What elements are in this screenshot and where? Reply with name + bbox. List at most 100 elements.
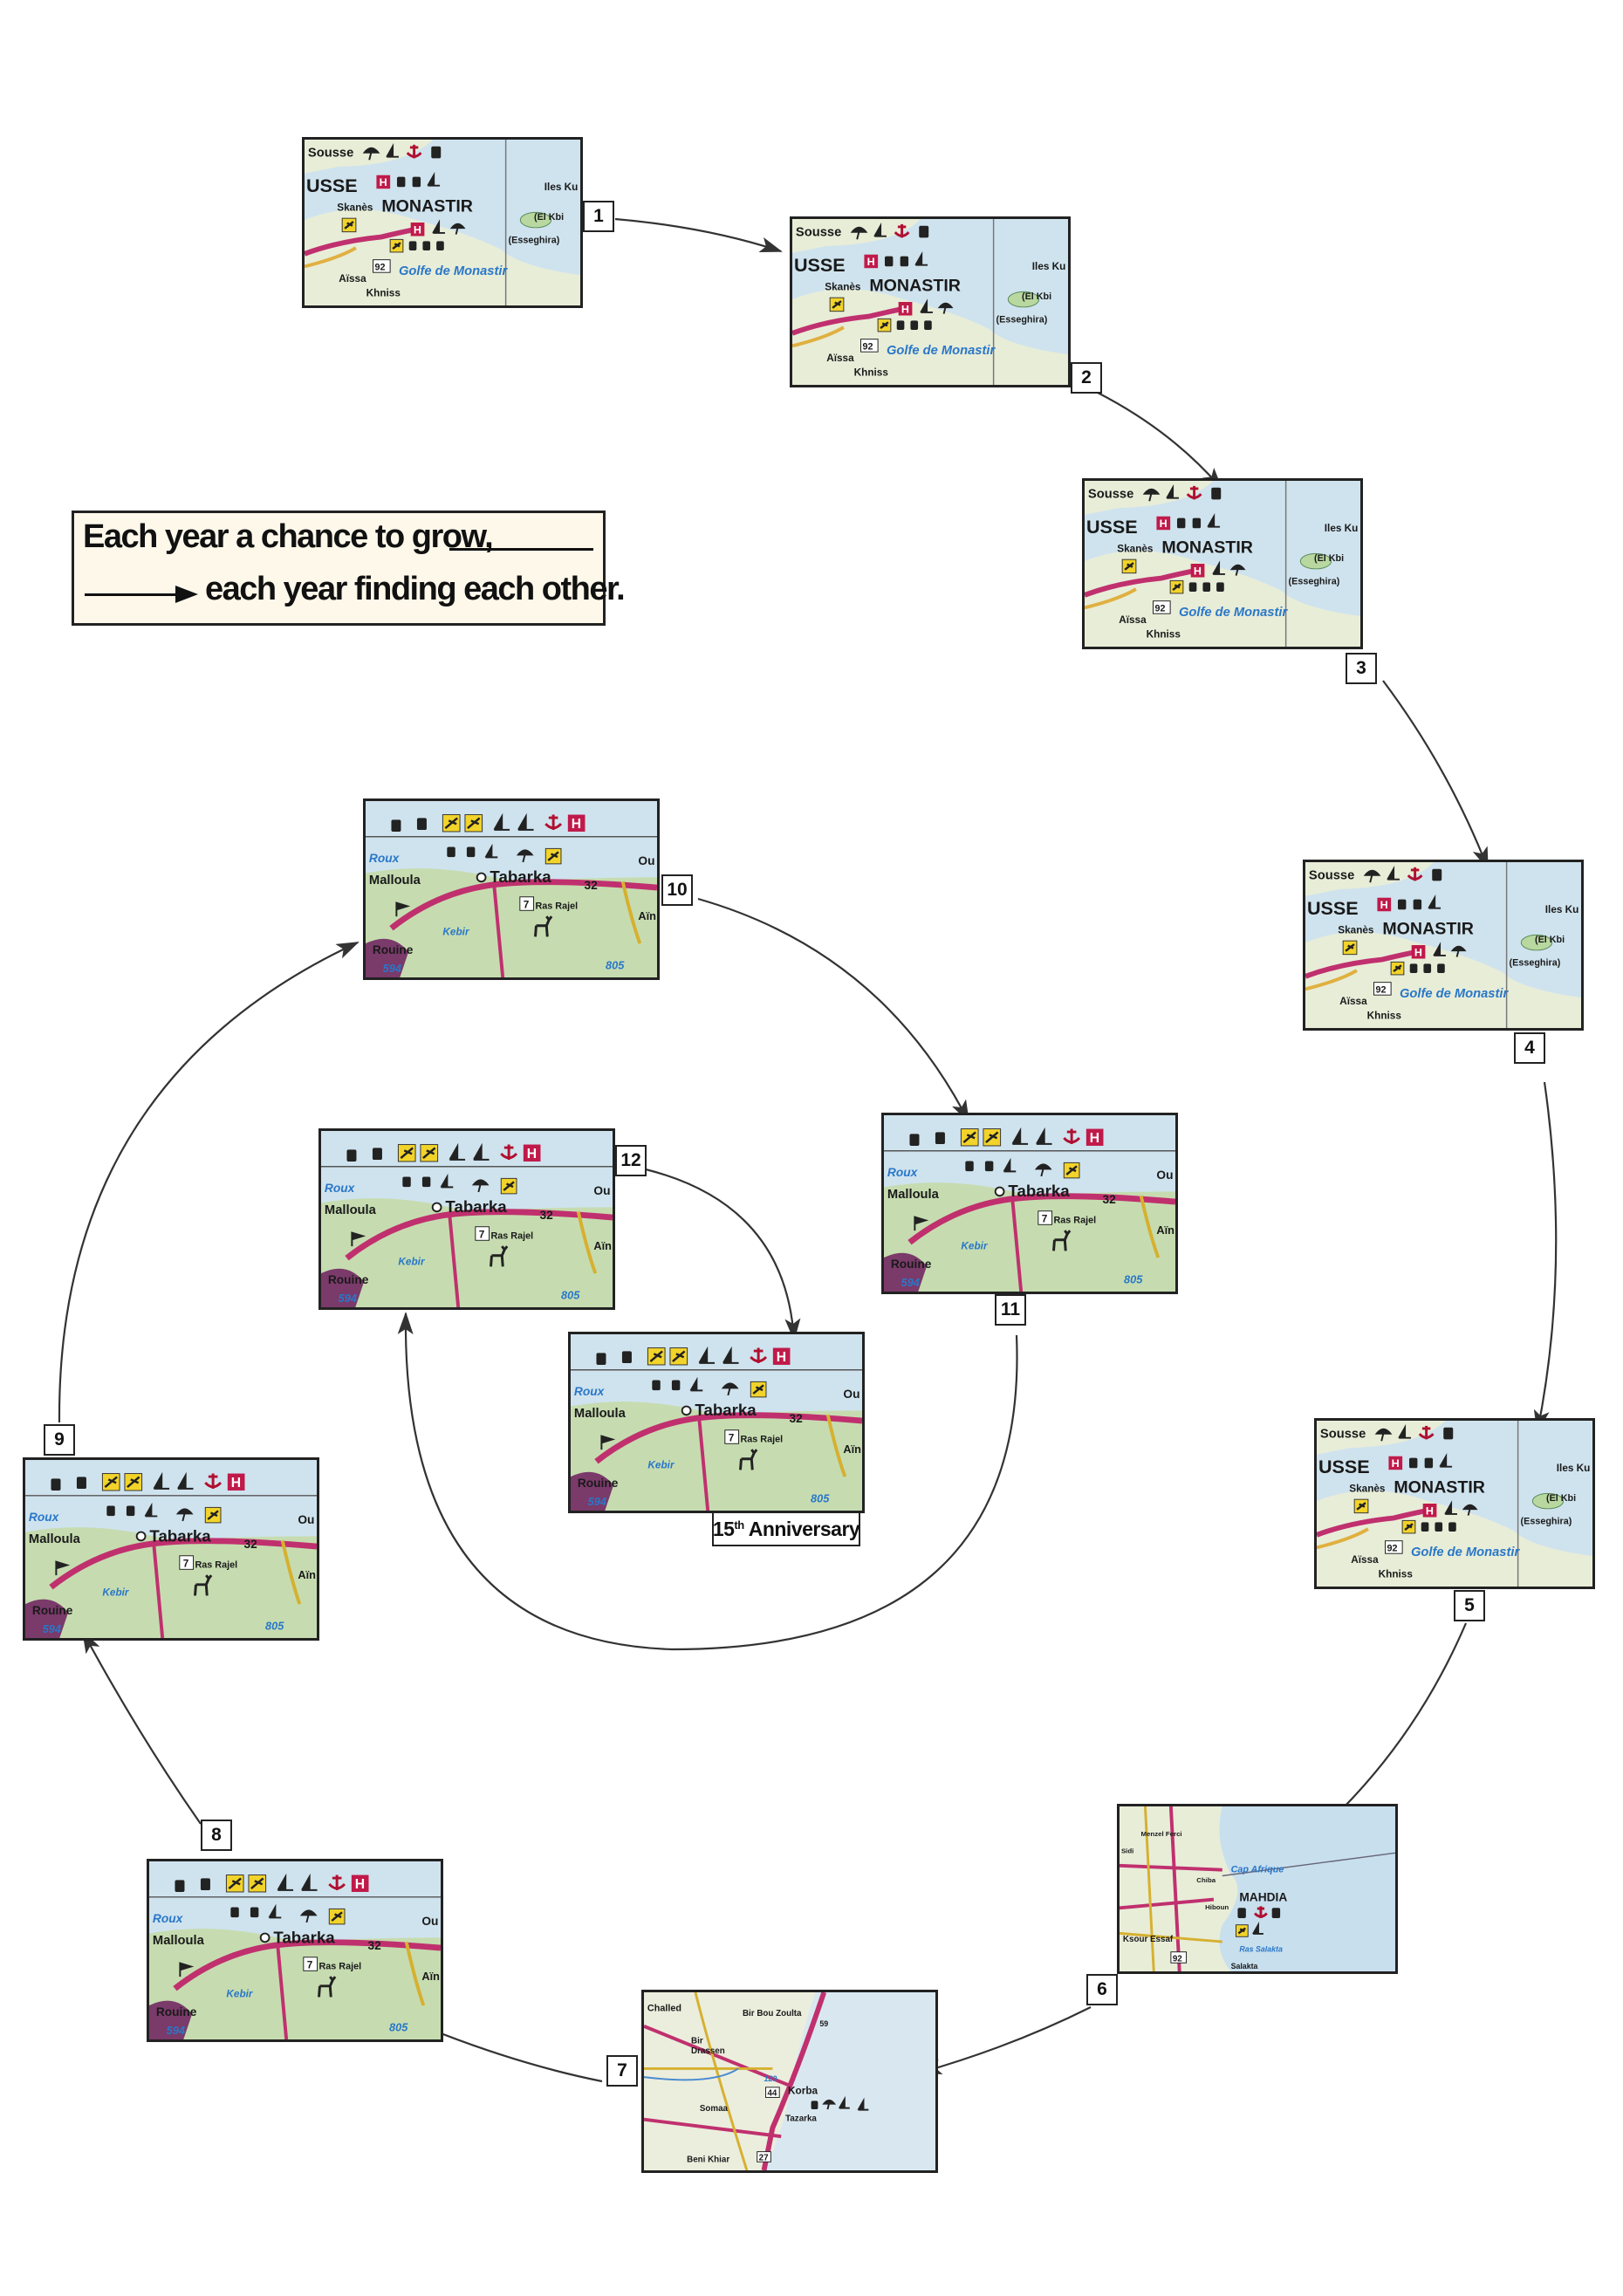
map-label-roux: Roux [29,1511,60,1524]
golf-flag-icon [914,1216,929,1231]
map-label-tabarka: Tabarka [273,1928,335,1946]
sailing-icon [386,143,399,158]
map-label-route-32: 32 [1103,1193,1117,1206]
signal-icon [984,1161,994,1172]
tennis-icon [896,320,905,330]
tower-icon [1211,487,1222,500]
map-road-yellow [305,246,357,269]
map-label-usse: USSE [794,255,846,276]
map-label-esseghira: (Esseghira) [996,314,1048,325]
map-forest [25,1527,317,1638]
sailing-icon [517,812,534,831]
hotel-icon-letter: H [414,223,421,236]
route-shield [519,896,535,911]
map-label-elkbi: (El Kbi [534,212,564,223]
map-label-rouine: Rouine [373,943,414,956]
hotel-icon [376,175,391,189]
golf-flag-icon [351,1231,366,1247]
castle-icon [652,1380,661,1391]
signal-icon [126,1505,135,1517]
map-label-esseghira: (Esseghira) [509,235,560,245]
caption-arrow-icon [175,586,198,603]
deer-icon [739,1449,758,1470]
umbrella-icon [471,1179,490,1193]
map-road-yellow [792,326,845,348]
map-label-route-32: 32 [368,1939,382,1952]
map-road-yellow [644,1992,773,2170]
map-rock [149,2000,193,2039]
airport-icon-plane [962,1131,976,1143]
map-label-route-32: 32 [540,1209,554,1222]
pool-icon [1435,1522,1443,1532]
map-label-khniss: Khniss [1147,628,1181,640]
map-land [792,288,1068,385]
map-label-salakta: Salakta [1231,1962,1258,1970]
map-label-golfe: Golfe de Monastir [399,264,509,278]
map-label-beni-khiar: Beni Khiar [687,2155,729,2164]
hotel-icon-letter: H [380,176,387,188]
route-shield [179,1555,195,1570]
map-label-kebir: Kebir [961,1240,989,1251]
map-road-south [448,1215,461,1307]
sailing-icon [432,219,445,234]
airport-icon-plane [649,1350,663,1362]
step-number-1: 1 [583,201,614,232]
map-label-chiba: Chiba [1196,1876,1216,1884]
hotel-icon [1190,564,1205,578]
map-label-kebir: Kebir [398,1256,426,1267]
map-road [49,1538,317,1590]
sailing-icon [277,1873,294,1891]
fountain-icon [1424,1457,1434,1469]
umbrella-icon [1034,1163,1052,1177]
sailing-icon [153,1471,170,1490]
map-land-north [1085,481,1214,515]
castle-icon [402,1176,411,1188]
route-number-27: 27 [759,2153,769,2162]
airport-icon-plane [207,1510,219,1520]
fountain-icon [412,176,421,188]
map-island [1007,291,1040,308]
map-label-roux: Roux [369,852,401,865]
airport-icon-plane [1404,1523,1414,1532]
airport-icon-plane [127,1476,140,1489]
map-label-route-32: 32 [790,1412,804,1425]
umbrella-icon [362,147,380,161]
hotel-icon-letter: H [527,1147,537,1162]
map-label-monastir: MONASTIR [1394,1478,1485,1498]
map-rock [321,1268,365,1307]
map-label-ou: Ou [1156,1169,1173,1182]
anchor-icon [894,223,910,238]
connector-10-11 [697,897,969,1123]
connector-9-10 [58,942,360,1423]
map-label-ras-rajel: Ras Rajel [536,901,579,911]
tower-icon [811,2101,818,2110]
map-label-skanes: Skanès [337,202,373,213]
sailing-icon [449,1142,466,1161]
map-label-aissa: Aïssa [1339,996,1367,1007]
caption-line-2: each year finding each other. [205,571,626,607]
sailing-icon [920,298,933,313]
connector-6-7 [919,2006,1092,2075]
hotel-icon [1388,1456,1403,1470]
caption-rule-2 [85,593,179,596]
tower-icon [919,225,929,238]
golf-flag-icon [600,1435,616,1450]
hotel-icon-letter: H [231,1476,241,1491]
map-label-elev-594: 594 [588,1496,606,1508]
hotel-icon [227,1473,245,1491]
step-number-5: 5 [1454,1590,1485,1621]
step-number-4: 4 [1514,1032,1545,1064]
map-road-south [276,1945,289,2039]
map-label-bir-bou-zoulta: Bir Bou Zoulta [743,2009,802,2018]
